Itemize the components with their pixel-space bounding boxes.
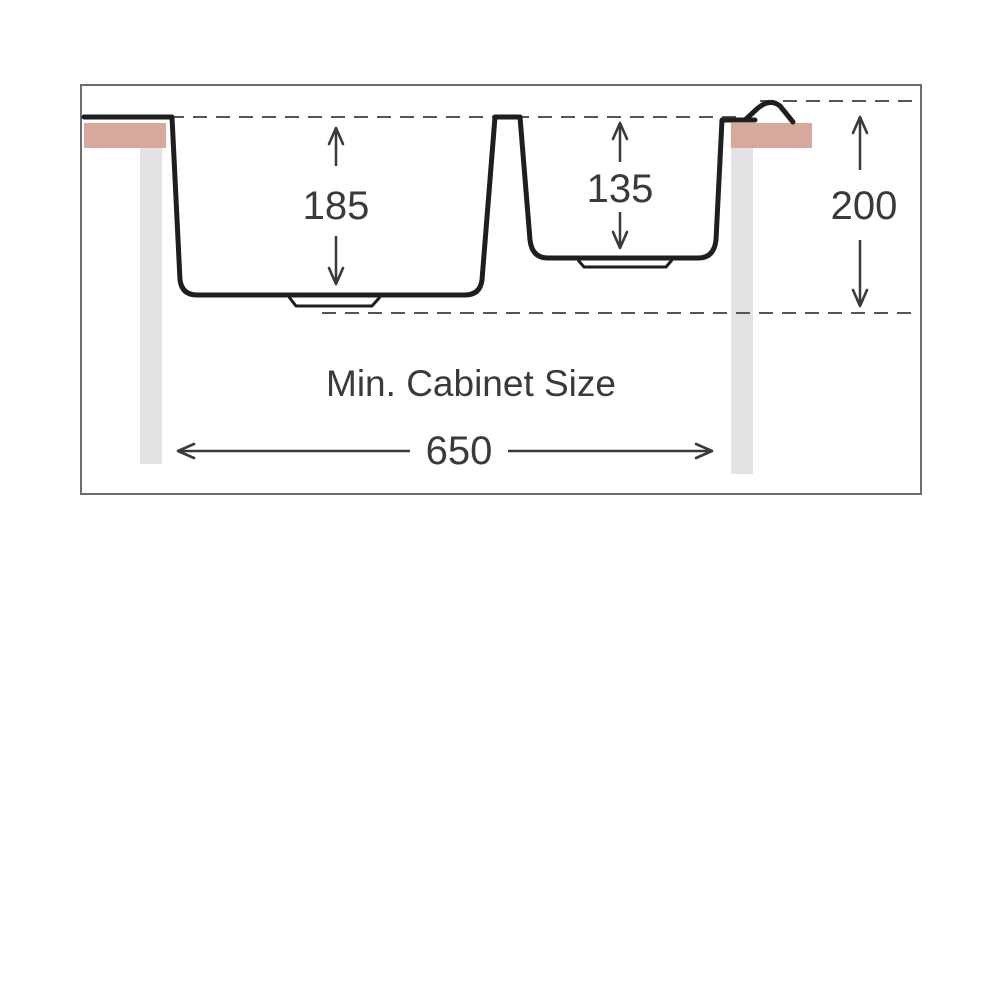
- small-bowl-depth-label: 135: [587, 167, 654, 211]
- tap-lip: [742, 100, 796, 125]
- left-countertop: [84, 123, 166, 148]
- diagram-frame: [80, 84, 922, 495]
- large-bowl-depth-label: 185: [303, 184, 370, 228]
- small-bowl-waste: [576, 259, 674, 269]
- total-depth-label: 200: [831, 184, 898, 228]
- sink-outline: [81, 114, 758, 298]
- large-bowl-waste: [287, 296, 382, 308]
- right-countertop: [731, 123, 812, 148]
- right-cabinet-wall: [731, 148, 753, 474]
- min-cabinet-size-caption: Min. Cabinet Size: [326, 363, 616, 404]
- cabinet-width-label: 650: [426, 429, 493, 473]
- left-cabinet-wall: [140, 148, 162, 464]
